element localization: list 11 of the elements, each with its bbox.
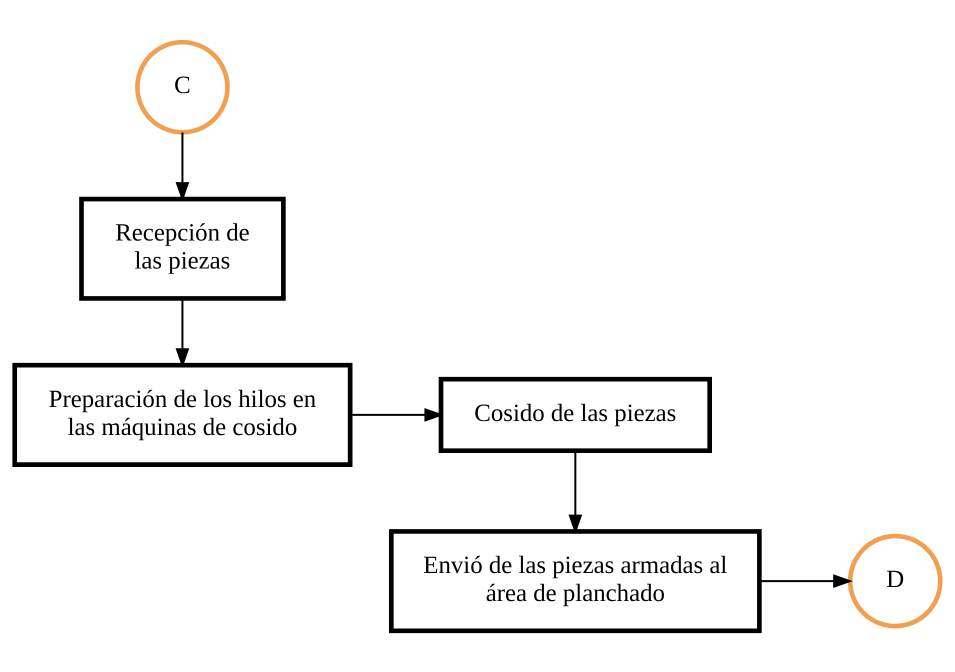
node-circle: D: [848, 533, 943, 628]
arrow: [176, 298, 190, 368]
arrow: [350, 408, 444, 422]
arrow: [176, 132, 190, 202]
node-box: Recepción de las piezas: [79, 196, 286, 300]
node-box: Preparación de los hilos en las máquinas de cosido: [12, 362, 352, 466]
node-box: Envió de las piezas armadas al área de planchado: [388, 528, 762, 633]
node-box: Cosido de las piezas: [438, 376, 712, 452]
arrow: [760, 574, 853, 588]
arrow: [568, 450, 582, 534]
node-circle: C: [135, 39, 230, 134]
